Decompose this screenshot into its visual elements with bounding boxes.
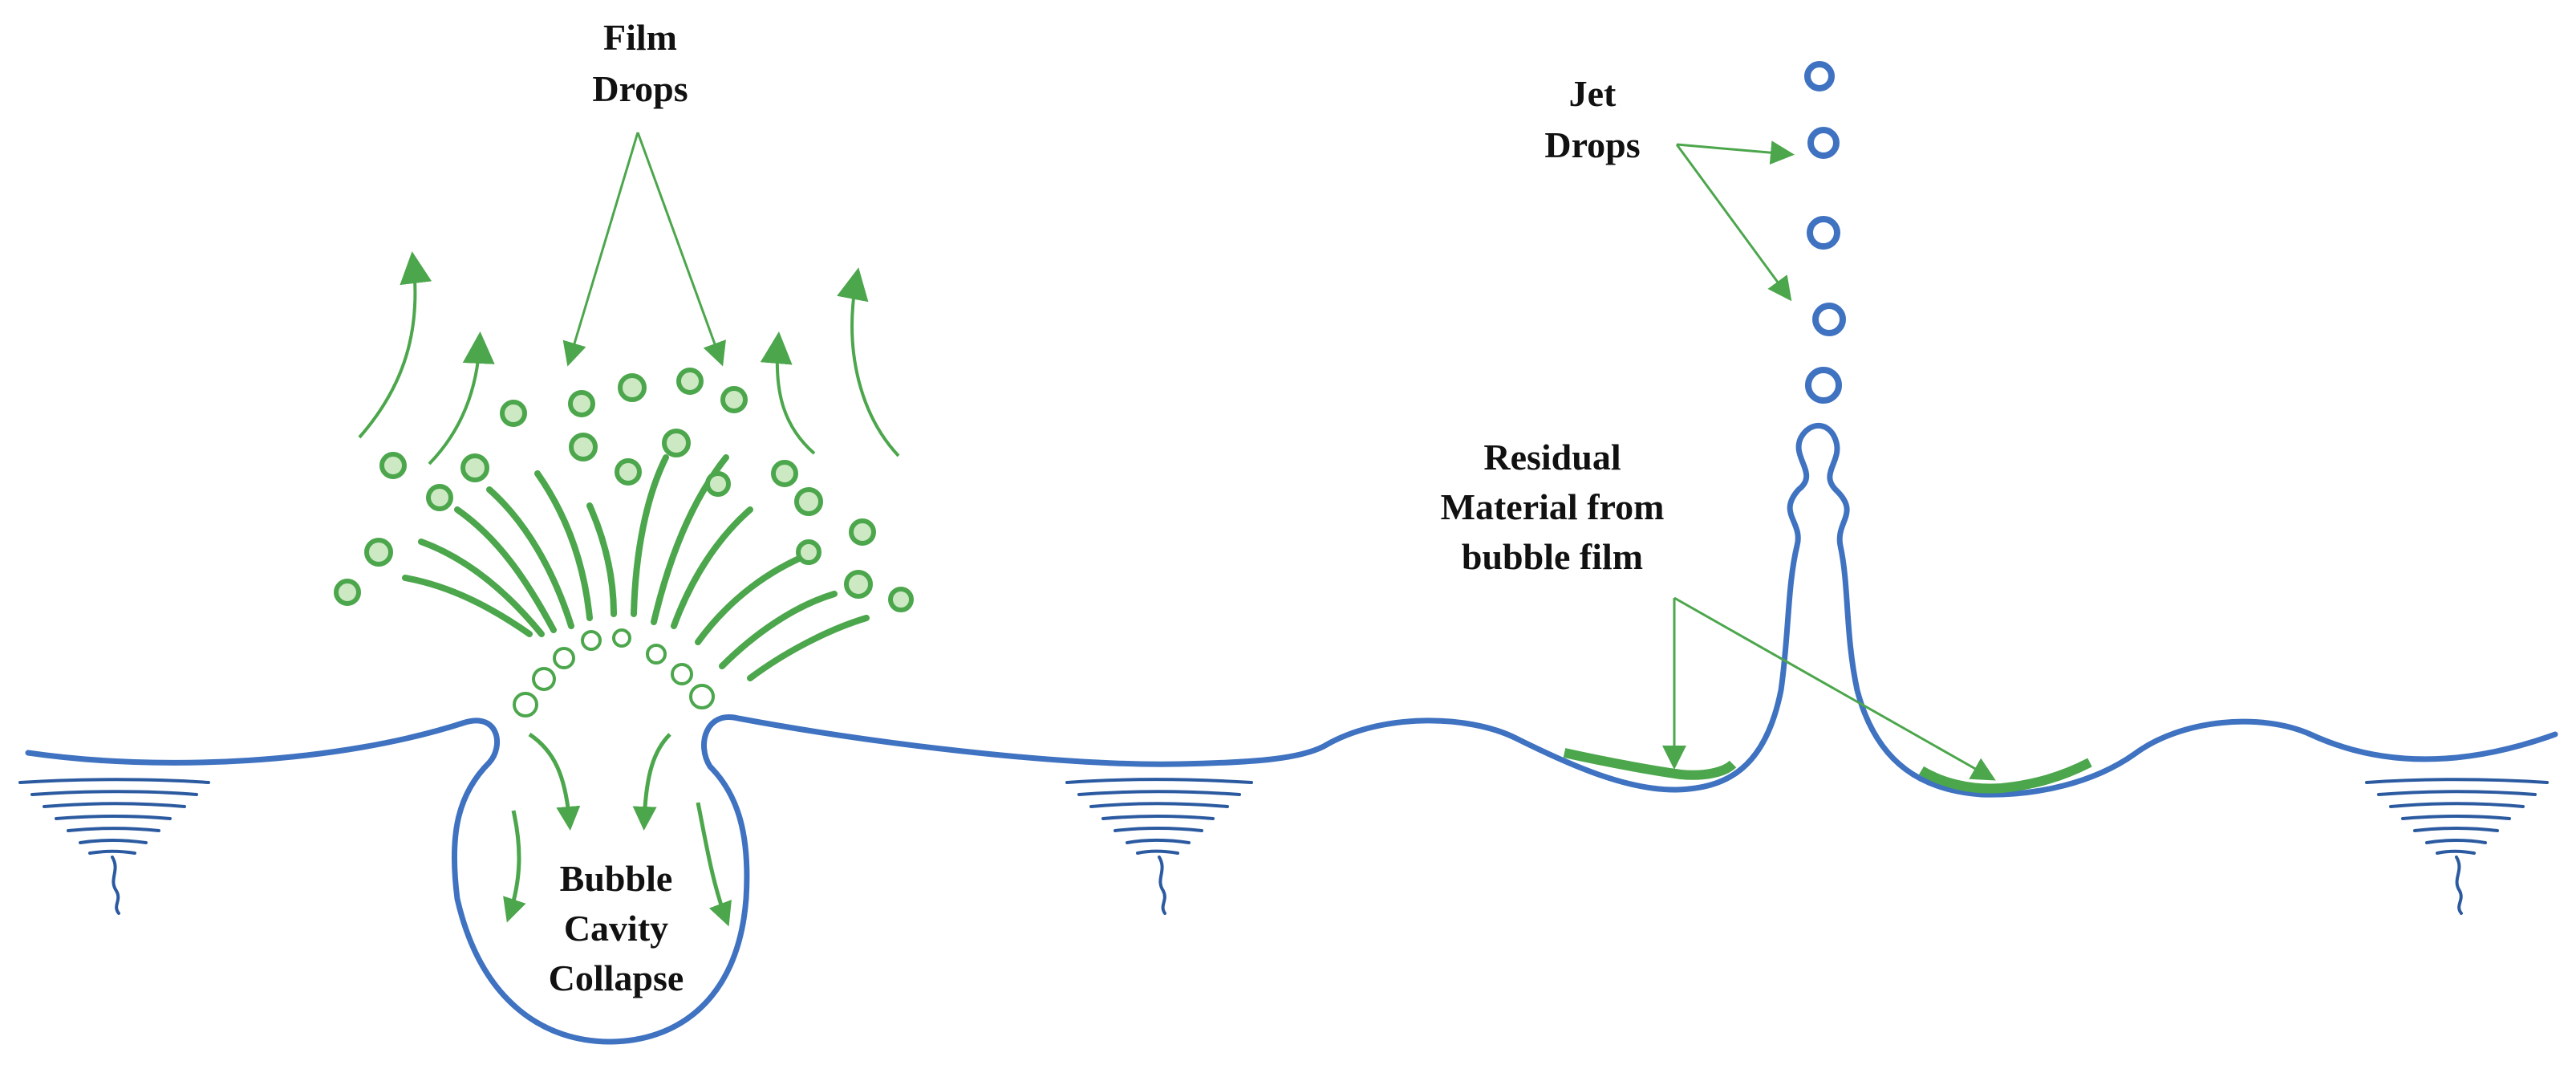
label-residual-line1: Residual	[1483, 437, 1621, 478]
flow-arrow-right-outer	[837, 267, 900, 457]
residual-pointer-right	[1673, 596, 1996, 781]
film-drops-pointer-left	[562, 132, 639, 367]
label-jet-drops: Jet Drops	[1544, 73, 1640, 165]
vortex-right	[2365, 778, 2549, 915]
label-residual-line3: bubble film	[1462, 536, 1643, 577]
film-cap-droplets	[513, 628, 715, 717]
cavity-collapse-arrows	[503, 732, 732, 927]
water-surface	[25, 422, 2558, 1045]
label-bubble-line1: Bubble	[560, 858, 673, 899]
vortex-middle	[1065, 778, 1253, 915]
flow-arrow-right-inner	[760, 331, 816, 455]
label-bubble-line2: Cavity	[564, 908, 668, 949]
film-drops	[334, 368, 914, 612]
jet-drops-pointer-upper	[1676, 140, 1795, 165]
collapse-arrow-1	[528, 732, 581, 831]
film-drops-pointer-right	[636, 132, 726, 367]
vortex-left	[18, 778, 210, 915]
residual-material-right	[1918, 758, 2092, 794]
flow-arrow-left-outer	[358, 251, 432, 439]
collapse-arrow-2	[632, 733, 671, 831]
flow-arrow-left-inner	[428, 331, 495, 465]
label-film-drops-line1: Film	[603, 17, 677, 58]
label-residual-material: Residual Material from bubble film	[1441, 437, 1665, 577]
pointer-arrows	[562, 132, 1996, 781]
label-bubble-line3: Collapse	[549, 957, 684, 998]
water-surface-left-segment	[25, 422, 2558, 1045]
label-jet-drops-line2: Drops	[1544, 124, 1640, 165]
jet-drops	[1804, 61, 1846, 404]
film-fragments	[402, 454, 870, 681]
label-bubble-cavity-collapse: Bubble Cavity Collapse	[549, 858, 684, 998]
film-drop-flow-arrows	[358, 251, 900, 465]
label-jet-drops-line1: Jet	[1569, 73, 1617, 114]
collapse-arrow-3	[503, 810, 526, 923]
label-residual-line2: Material from	[1441, 486, 1665, 527]
collapse-arrow-4	[696, 802, 732, 927]
residual-material-left	[1563, 748, 1737, 780]
label-film-drops-line2: Drops	[592, 68, 688, 109]
label-film-drops: Film Drops	[592, 17, 688, 109]
jet-drops-pointer-lower	[1675, 144, 1792, 302]
residual-material	[1563, 748, 2092, 794]
